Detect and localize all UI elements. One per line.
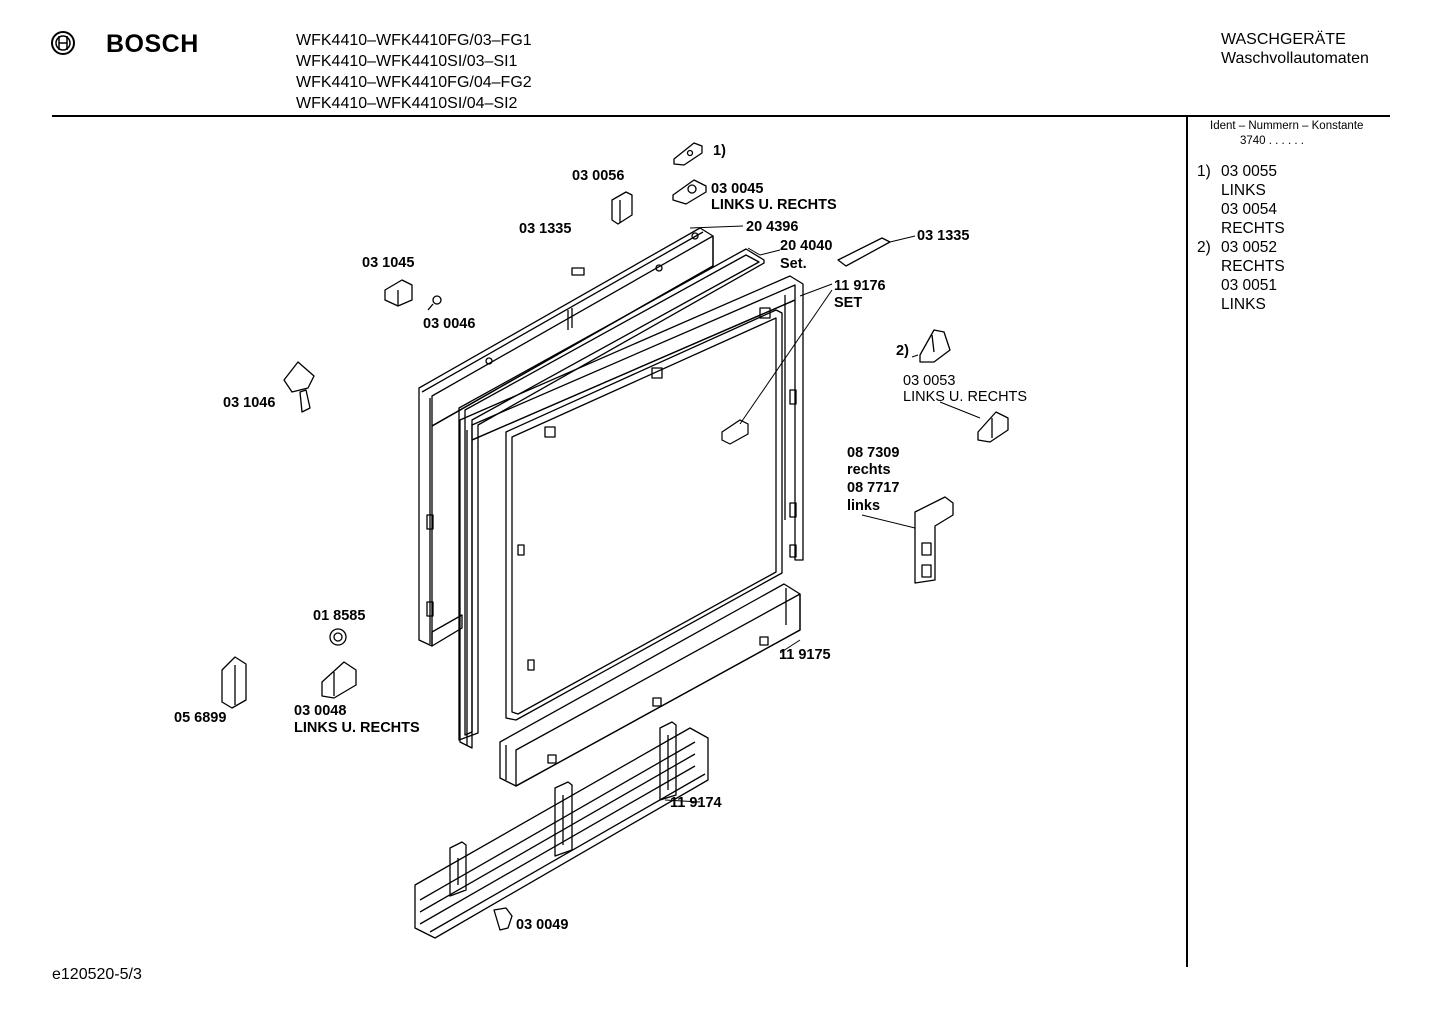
reference-item: 2) 03 0052 RECHTS 03 0051 LINKS xyxy=(1197,238,1285,314)
part-label: Set. xyxy=(780,256,807,272)
clip-part-030048 xyxy=(321,661,357,699)
ident-value: 3740 . . . . . . xyxy=(1240,135,1304,147)
part-label: 11 9174 xyxy=(670,795,722,811)
reference-number: 2) xyxy=(1197,239,1211,256)
category-subtitle: Waschvollautomaten xyxy=(1221,50,1369,67)
part-label: SET xyxy=(834,295,863,311)
inner-frame-part xyxy=(459,275,804,749)
door-panel-part xyxy=(458,248,765,741)
pad-part-031335a xyxy=(571,267,585,276)
reference-number: 1) xyxy=(1197,163,1211,180)
reference-line: 03 0051 xyxy=(1221,277,1278,294)
latch-part-030053 xyxy=(977,411,1009,443)
hinge-part-030056 xyxy=(611,191,633,225)
part-label: 11 9176 xyxy=(834,278,886,294)
model-line: WFK4410–WFK4410SI/03–SI1 xyxy=(296,53,518,70)
document-code: e120520-5/3 xyxy=(52,966,142,983)
bottom-rail-part xyxy=(499,583,801,787)
leader-lines xyxy=(664,225,981,803)
model-line: WFK4410–WFK4410FG/03–FG1 xyxy=(296,32,532,49)
latch-part-2 xyxy=(919,329,951,363)
screw-part-030046 xyxy=(427,295,442,311)
part-label: 1) xyxy=(713,143,726,159)
sidebar-divider xyxy=(1186,117,1188,967)
hinge-part-087309 xyxy=(914,496,954,584)
part-label: 08 7717 xyxy=(847,480,900,496)
category-block: WASCHGERÄTE Waschvollautomaten xyxy=(1221,30,1369,68)
part-label: 03 0046 xyxy=(423,316,476,332)
hinge-part-1 xyxy=(673,142,703,166)
category-title: WASCHGERÄTE xyxy=(1221,31,1346,48)
part-label: 03 0053 xyxy=(903,373,956,389)
model-line: WFK4410–WFK4410FG/04–FG2 xyxy=(296,74,532,91)
bosch-logo-icon xyxy=(50,30,76,56)
reference-list: 1) 03 0055 LINKS 03 0054 RECHTS 2) 03 00… xyxy=(1197,162,1285,314)
part-label: 11 9175 xyxy=(779,647,831,663)
part-label: 03 0056 xyxy=(572,168,625,184)
reference-line: LINKS xyxy=(1221,296,1266,313)
part-label: LINKS U. RECHTS xyxy=(711,197,837,213)
part-label: 2) xyxy=(896,343,909,359)
part-label: 03 0049 xyxy=(516,917,569,933)
part-label: 01 8585 xyxy=(313,608,366,624)
part-label: 03 1045 xyxy=(362,255,415,271)
reference-line: 03 0054 xyxy=(1221,201,1278,218)
switch-part-056899 xyxy=(221,656,247,709)
part-label: links xyxy=(847,498,881,514)
clip-part-030049 xyxy=(493,907,513,931)
header-divider xyxy=(52,115,1390,117)
reference-line: RECHTS xyxy=(1221,220,1285,237)
reference-line: LINKS xyxy=(1221,182,1266,199)
bracket-part-031046 xyxy=(283,361,315,413)
part-label: 08 7309 xyxy=(847,445,900,461)
part-label: rechts xyxy=(847,462,891,478)
part-label: 03 0045 xyxy=(711,181,764,197)
part-label: LINKS U. RECHTS xyxy=(294,720,420,736)
ident-title: Ident – Nummern – Konstante xyxy=(1210,120,1364,132)
reference-item: 1) 03 0055 LINKS 03 0054 RECHTS xyxy=(1197,162,1285,238)
bracket-part-inner xyxy=(721,419,749,445)
part-label: LINKS U. RECHTS xyxy=(903,389,1028,405)
knob-part-018585 xyxy=(329,628,347,646)
brand-name: BOSCH xyxy=(106,30,199,58)
reference-line: 03 0055 xyxy=(1221,163,1278,180)
part-label: 03 1335 xyxy=(917,228,970,244)
model-list: WFK4410–WFK4410FG/03–FG1 WFK4410–WFK4410… xyxy=(296,30,532,114)
part-label: 20 4040 xyxy=(780,238,833,254)
part-label: 03 1046 xyxy=(223,395,276,411)
inner-window-part xyxy=(505,309,783,721)
reference-line: RECHTS xyxy=(1221,258,1285,275)
model-line: WFK4410–WFK4410SI/04–SI2 xyxy=(296,95,518,112)
part-label: 03 0048 xyxy=(294,703,347,719)
reference-line: 03 0052 xyxy=(1221,239,1278,256)
part-label: 03 1335 xyxy=(519,221,572,237)
part-label: 20 4396 xyxy=(746,219,799,235)
hinge-part-030045 xyxy=(672,179,707,205)
exploded-view-drawing xyxy=(221,142,1009,939)
kick-plate-part xyxy=(414,721,709,939)
part-label: 05 6899 xyxy=(174,710,227,726)
bracket-part-031045 xyxy=(384,279,413,307)
pad-part-031335b xyxy=(837,237,891,267)
outer-frame-part xyxy=(418,227,714,647)
